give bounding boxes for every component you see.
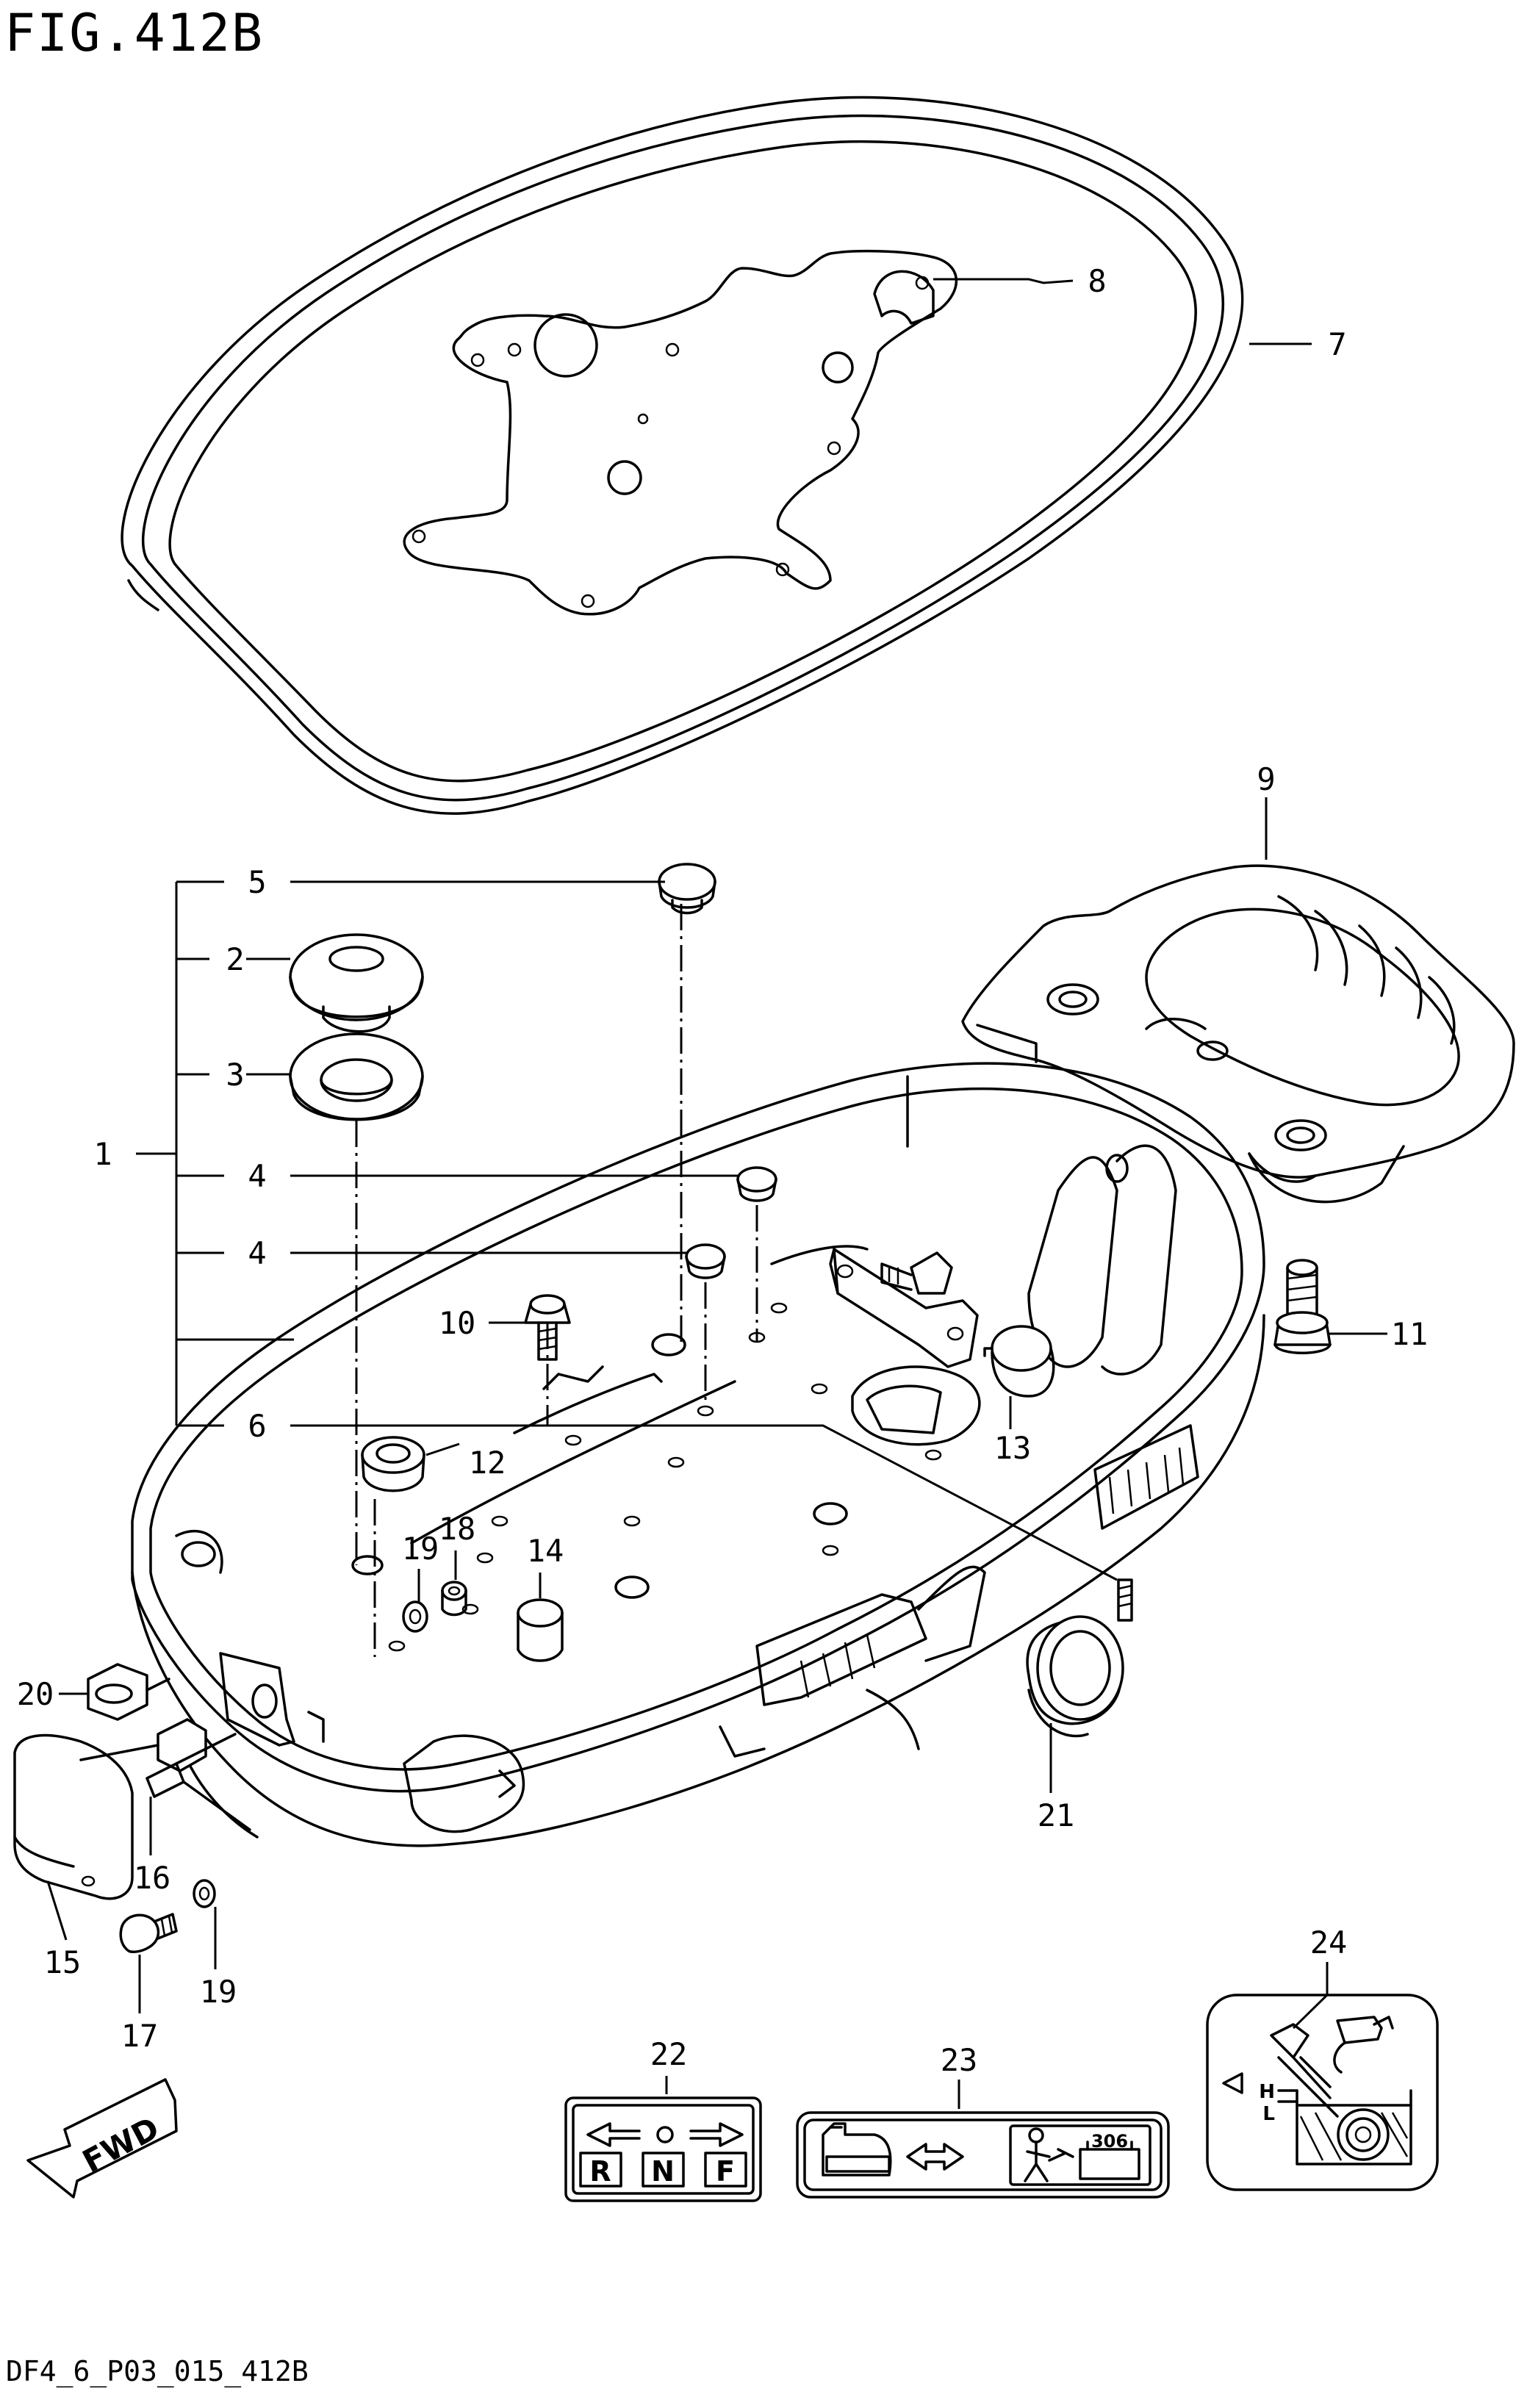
seal-ring-part-7 [121,96,1244,815]
callout-11: 11 [1391,1316,1429,1352]
callout-9: 9 [1257,761,1275,797]
oil-level-high-text: H [1259,2081,1275,2103]
plug-part-5 [658,863,716,915]
callout-15: 15 [44,1944,82,1980]
screw-part-17 [119,1913,178,1953]
grommet-part-3 [289,1032,424,1121]
screw-bracket [880,1251,953,1295]
callout-4-upper: 4 [248,1158,266,1194]
callout-7: 7 [1328,326,1346,362]
callout-8: 8 [1088,263,1106,299]
callout-2: 2 [226,941,244,977]
washer-part-19-lower [193,1879,216,1908]
leader-lines [46,278,1387,2109]
callout-3: 3 [226,1057,244,1093]
bushing-part-21 [1026,1615,1124,1738]
stud-near-21 [1117,1578,1133,1622]
double-arrow-icon [906,2143,964,2171]
figure-title: FIG.412B [4,3,265,63]
shift-r-text: R [589,2155,611,2188]
callout-17: 17 [121,2018,159,2054]
plug-part-4-upper [736,1166,777,1202]
lower-cover-body [131,1062,1265,1847]
carry-handle-part-9 [961,864,1515,1204]
shift-n-text: N [651,2155,675,2188]
callout-10: 10 [439,1305,476,1341]
bushing-part-18 [441,1581,467,1617]
person-icon [1024,2127,1074,2182]
callout-23: 23 [941,2042,978,2078]
decal-part-22-shift-label: R N F [564,2096,762,2202]
callout-19-lower: 19 [200,1974,237,2010]
fwd-text: FWD [76,2110,165,2179]
callout-18: 18 [439,1511,476,1547]
callout-4-lower: 4 [248,1235,266,1271]
oil-level-low-text: L [1262,2103,1275,2125]
shift-f-text: F [716,2155,735,2188]
plug-part-4-lower [685,1243,726,1279]
decal-part-24-oil-gauge: H L [1206,1994,1439,2191]
clip-part-20 [87,1663,170,1721]
washer-part-19-upper [402,1600,428,1633]
decal-part-23-fuel-label: 306 [796,2111,1170,2199]
callout-21: 21 [1038,1797,1075,1833]
figure-code: DF4_6_P03_015_412B [6,2355,309,2387]
cover-part-15 [13,1733,134,1900]
callout-22: 22 [650,2036,688,2072]
bolt-part-10 [524,1294,571,1361]
oil-can-icon [1333,2016,1394,2074]
bolt-part-11 [1273,1259,1332,1354]
gasket-part-8 [403,249,958,616]
callout-16: 16 [134,1860,171,1896]
fwd-arrow-icon: FWD [26,2078,178,2199]
fuel-tank-icon [822,2122,892,2177]
cap-part-13 [983,1325,1055,1398]
callout-19-upper: 19 [402,1531,439,1567]
callout-1: 1 [93,1136,112,1172]
callout-12: 12 [469,1445,506,1481]
callout-20: 20 [17,1676,54,1712]
triangle-left-icon [1222,2072,1243,2094]
callout-24: 24 [1310,1924,1348,1960]
callout-13: 13 [994,1430,1032,1466]
callout-5: 5 [248,864,266,900]
callout-14: 14 [527,1533,564,1569]
callout-6: 6 [248,1408,266,1444]
grommet-part-2 [289,933,424,1033]
grommet-part-12 [361,1436,425,1492]
fuel-label-text: 306 [1091,2131,1128,2152]
cap-part-14 [517,1598,564,1662]
bracket-part-16 [79,1718,251,1831]
